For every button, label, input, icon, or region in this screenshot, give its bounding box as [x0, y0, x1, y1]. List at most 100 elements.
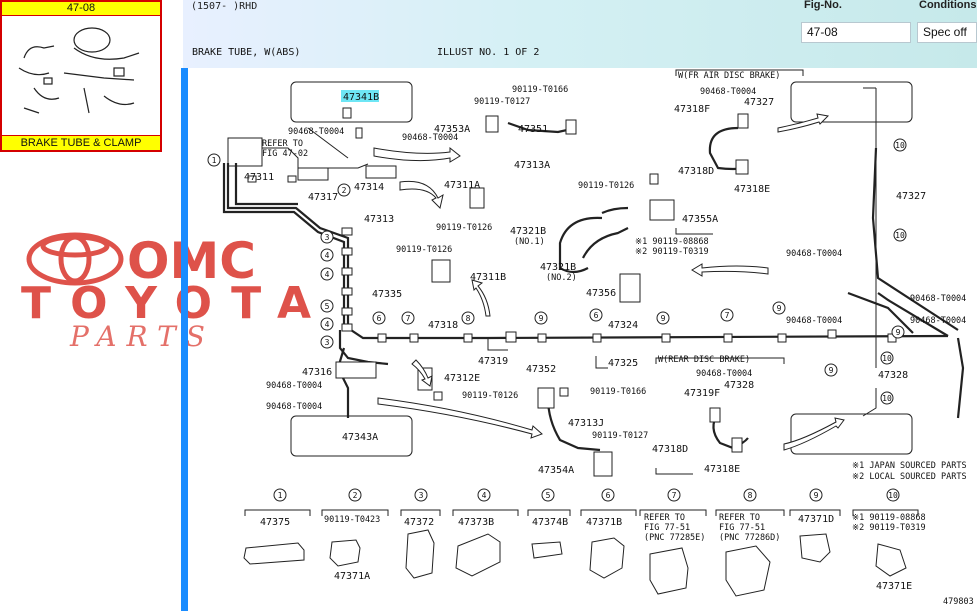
legend-2-label: 90119-T0423 [324, 515, 380, 525]
legend-10-line1: ※1 90119-08868 [852, 513, 926, 523]
legend-4-label: 47373B [458, 517, 494, 528]
header-banner: (1507- )RHD BRAKE TUBE, W(ABS) ILLUST NO… [183, 0, 977, 68]
label-47352: 47352 [526, 364, 556, 375]
label-47318E-bot: 47318E [704, 464, 740, 475]
label-refer1b: FIG 47-02 [262, 149, 308, 159]
label-47328a: 47328 [724, 380, 754, 391]
legend-2-number: 2 [353, 491, 358, 500]
label-47341B: 47341B [343, 92, 379, 103]
circle-10c: 10 [882, 354, 892, 363]
label-47314: 47314 [354, 182, 384, 193]
note-local-sourced: ※2 LOCAL SOURCED PARTS [852, 472, 967, 482]
callout-labels: 47341B 90468-T0004 90468-T0004 REFER TO … [244, 71, 974, 607]
circle-3b: 3 [325, 338, 330, 347]
label-47311A: 47311A [444, 180, 480, 191]
label-47353A: 47353A [434, 124, 470, 135]
circle-7a: 7 [406, 314, 411, 323]
label-90119-0126b: 90119-T0126 [396, 245, 452, 255]
fig-no-field[interactable]: 47-08 [801, 22, 911, 43]
label-90468-5: 90468-T0004 [910, 294, 966, 304]
legend-2-part: 47371A [334, 571, 370, 582]
label-refer1a: REFER TO [262, 139, 303, 149]
label-47351: 47351 [518, 124, 548, 135]
label-90468-8: 90468-T0004 [266, 381, 322, 391]
legend-4-number: 4 [482, 491, 487, 500]
legend-7-number: 7 [672, 491, 677, 500]
label-47313J: 47313J [568, 418, 604, 429]
label-47325: 47325 [608, 358, 638, 369]
conditions-field[interactable]: Spec off [917, 22, 977, 43]
label-290119: ※2 90119-T0319 [635, 247, 709, 257]
legend-3-number: 3 [419, 491, 424, 500]
legend-6-label: 47371B [586, 517, 622, 528]
fittings [335, 107, 749, 477]
label-90468-2: 90468-T0004 [402, 133, 458, 143]
label-90468-10: 90468-T0004 [696, 369, 752, 379]
legend-part-sketches [243, 529, 907, 597]
legend-7-line2: FIG 77-51 [644, 523, 690, 533]
diagram-callout-circles: 1 2 3 4 4 5 4 3 6 7 8 9 6 9 7 9 9 9 10 1… [207, 138, 907, 405]
detail-box-top-right [790, 81, 913, 123]
label-90468-4: 90468-T0004 [786, 249, 842, 259]
circle-10a: 10 [895, 141, 905, 150]
label-90468-1: 90468-T0004 [288, 127, 344, 137]
label-47318F: 47318F [674, 104, 710, 115]
legend-10-number: 10 [888, 491, 898, 500]
label-47316: 47316 [302, 367, 332, 378]
circle-10d: 10 [882, 394, 892, 403]
thumbnail-fig-code: 47-08 [2, 2, 160, 16]
label-90119-0126c: 90119-T0126 [578, 181, 634, 191]
label-47321B-2: 47321B [540, 262, 576, 273]
label-47311: 47311 [244, 172, 274, 183]
circle-3a: 3 [325, 233, 330, 242]
legend-8-line2: FIG 77-51 [719, 523, 765, 533]
label-90119-0126d: 90119-T0126 [462, 391, 518, 401]
legend-3-label: 47372 [404, 517, 434, 528]
label-47318E-top: 47318E [734, 184, 770, 195]
label-47319: 47319 [478, 356, 508, 367]
label-47321B-1: 47321B [510, 226, 546, 237]
label-90119-0127b: 90119-T0127 [592, 431, 648, 441]
legend-9-label: 47371D [798, 514, 834, 525]
label-no1: (NO.1) [514, 237, 545, 247]
label-90119-0166b: 90119-T0166 [590, 387, 646, 397]
legend-6-number: 6 [606, 491, 611, 500]
circle-4a: 4 [325, 251, 330, 260]
figure-thumbnail[interactable]: 47-08 BRAKE TUBE & CLAMP [0, 0, 162, 152]
label-rear-disc: W(REAR DISC BRAKE) [658, 355, 750, 365]
circle-1: 1 [212, 156, 217, 165]
fig-no-label: Fig-No. [804, 0, 842, 11]
circle-2: 2 [342, 186, 347, 195]
label-90468-3: 90468-T0004 [700, 87, 756, 97]
circle-9a: 9 [539, 314, 544, 323]
legend-1-label: 47375 [260, 517, 290, 528]
circle-5a: 5 [325, 302, 330, 311]
legend-1-number: 1 [278, 491, 283, 500]
label-47318D-top: 47318D [678, 166, 714, 177]
legend-5-number: 5 [546, 491, 551, 500]
label-47327b: 47327 [896, 191, 926, 202]
diagram-left-border [181, 68, 188, 611]
label-47355A: 47355A [682, 214, 718, 225]
thumbnail-image [18, 27, 140, 114]
legend-10-part: 47371E [876, 581, 912, 592]
label-47356: 47356 [586, 288, 616, 299]
circle-4c: 4 [325, 320, 330, 329]
label-47312E: 47312E [444, 373, 480, 384]
circle-10b: 10 [895, 231, 905, 240]
legend-8-line1: REFER TO [719, 513, 760, 523]
legend-7-line1: REFER TO [644, 513, 685, 523]
detail-box-bottom-left [290, 415, 413, 457]
label-47335: 47335 [372, 289, 402, 300]
legend-7-line3: (PNC 77285E) [644, 533, 705, 543]
label-90119-0127a: 90119-T0127 [474, 97, 530, 107]
label-90468-6: 90468-T0004 [786, 316, 842, 326]
label-47318: 47318 [428, 320, 458, 331]
part-highlight [341, 90, 379, 102]
label-47354A: 47354A [538, 465, 574, 476]
label-no2: (NO.2) [546, 273, 577, 283]
label-47311B: 47311B [470, 272, 506, 283]
label-47327a: 47327 [744, 97, 774, 108]
page-title: BRAKE TUBE, W(ABS) [192, 47, 301, 58]
legend-10-line2: ※2 90119-T0319 [852, 523, 926, 533]
